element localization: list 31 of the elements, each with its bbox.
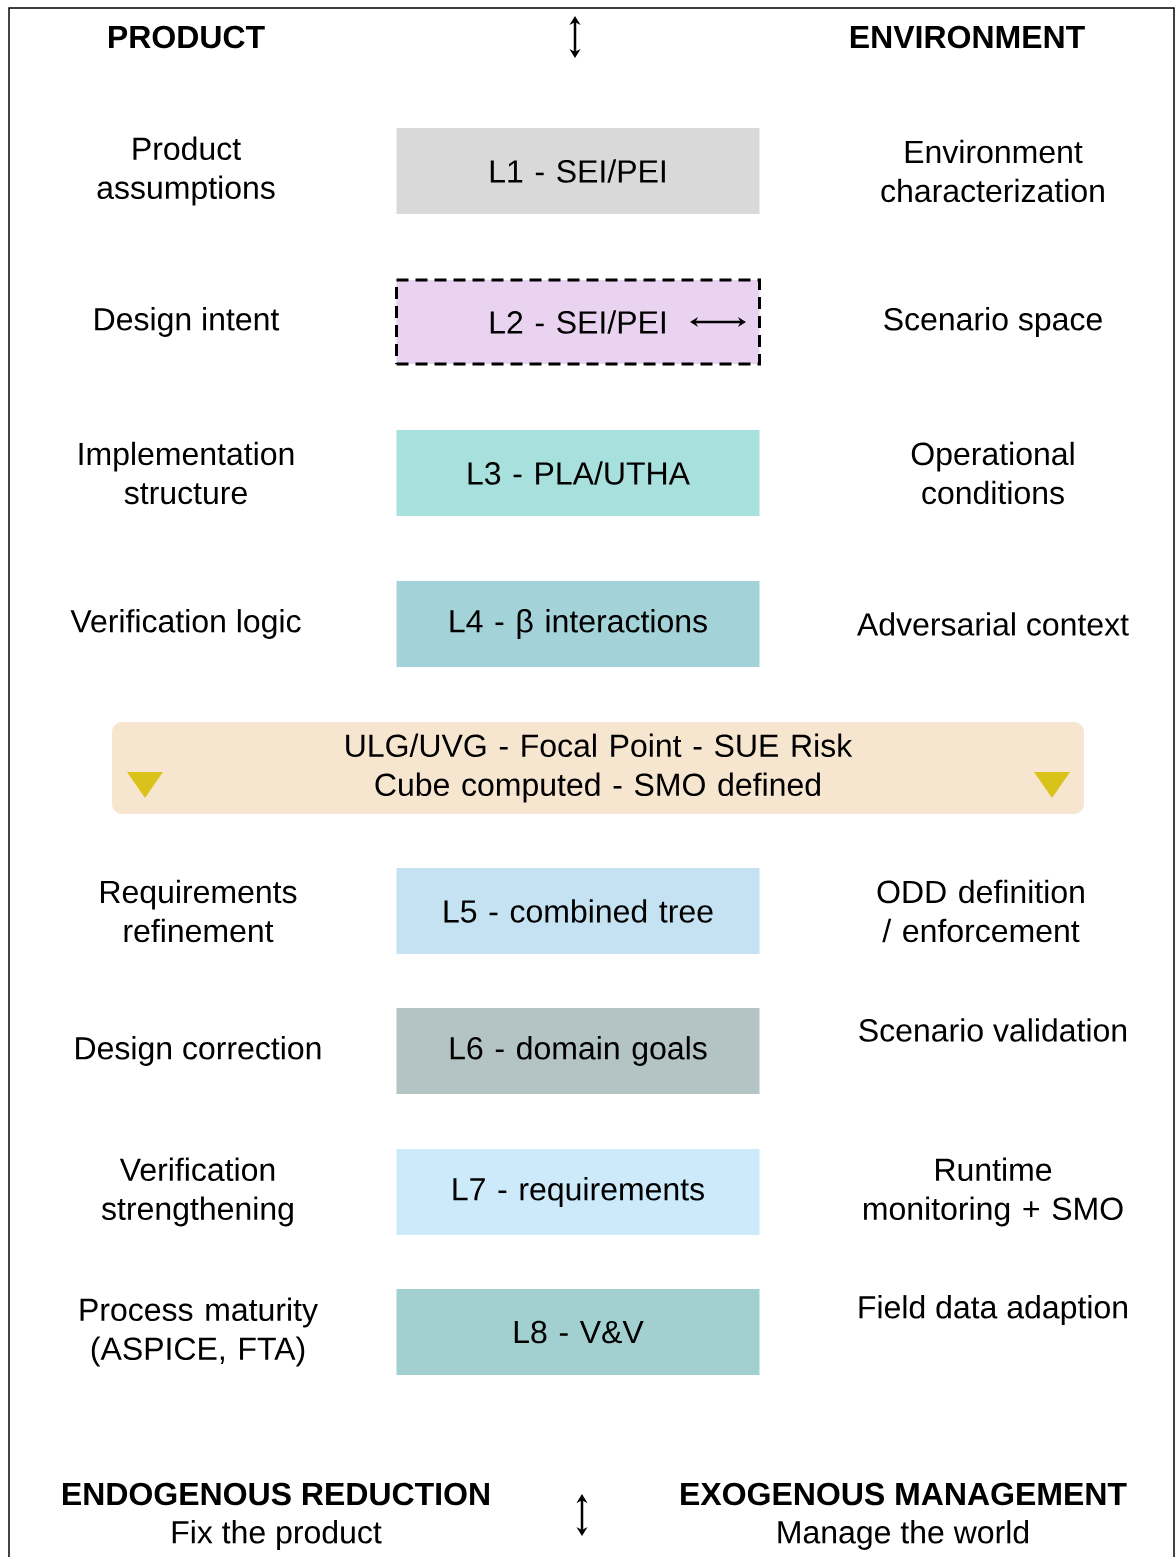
row-label: Environment characterization bbox=[881, 139, 1104, 203]
row-label: Verification logic bbox=[70, 609, 301, 639]
level-box: L1 - SEI/PEI bbox=[396, 128, 760, 214]
level-box: L2 - SEI/PEI bbox=[395, 278, 761, 366]
level-box: L6 - domain goals bbox=[396, 1008, 760, 1094]
row-label: Requirements refinement bbox=[101, 879, 297, 943]
banner-box: ULG/UVG - Focal Point - SUE Risk Cube computed - SMO defined bbox=[112, 722, 1084, 814]
column-heading: PRODUCT bbox=[109, 25, 265, 49]
level-box: L7 - requirements bbox=[396, 1149, 760, 1235]
level-box: L4 - β interactions bbox=[396, 581, 760, 667]
footer-heading: EXOGENOUS MANAGEMENT bbox=[681, 1482, 1127, 1506]
row-label: Product assumptions bbox=[97, 136, 275, 206]
footer-heading: ENDOGENOUS REDUCTION bbox=[63, 1482, 489, 1506]
footer-subtitle: Fix the product bbox=[172, 1520, 382, 1550]
row-label: Scenario space bbox=[884, 307, 1102, 337]
level-box: L8 - V&V bbox=[396, 1289, 760, 1375]
level-box: L5 - combined tree bbox=[396, 868, 760, 954]
level-box: L3 - PLA/UTHA bbox=[396, 430, 760, 516]
row-label: Operational conditions bbox=[911, 441, 1074, 505]
row-label: Design intent bbox=[95, 307, 280, 337]
row-label: ODD definition / enforcement bbox=[877, 879, 1084, 943]
row-label: Adversarial context bbox=[857, 612, 1129, 636]
row-label: Scenario validation bbox=[859, 1018, 1127, 1042]
row-label: Implementation structure bbox=[79, 441, 294, 505]
row-label: Design correction bbox=[76, 1036, 321, 1066]
row-label: Field data adaption bbox=[859, 1295, 1127, 1325]
row-label: Runtime monitoring + SMO bbox=[863, 1157, 1123, 1227]
footer-subtitle: Manage the world bbox=[778, 1520, 1029, 1550]
row-label: Process maturity (ASPICE, FTA) bbox=[80, 1297, 318, 1367]
column-heading: ENVIRONMENT bbox=[850, 25, 1085, 49]
row-label: Verification strengthening bbox=[101, 1157, 293, 1227]
